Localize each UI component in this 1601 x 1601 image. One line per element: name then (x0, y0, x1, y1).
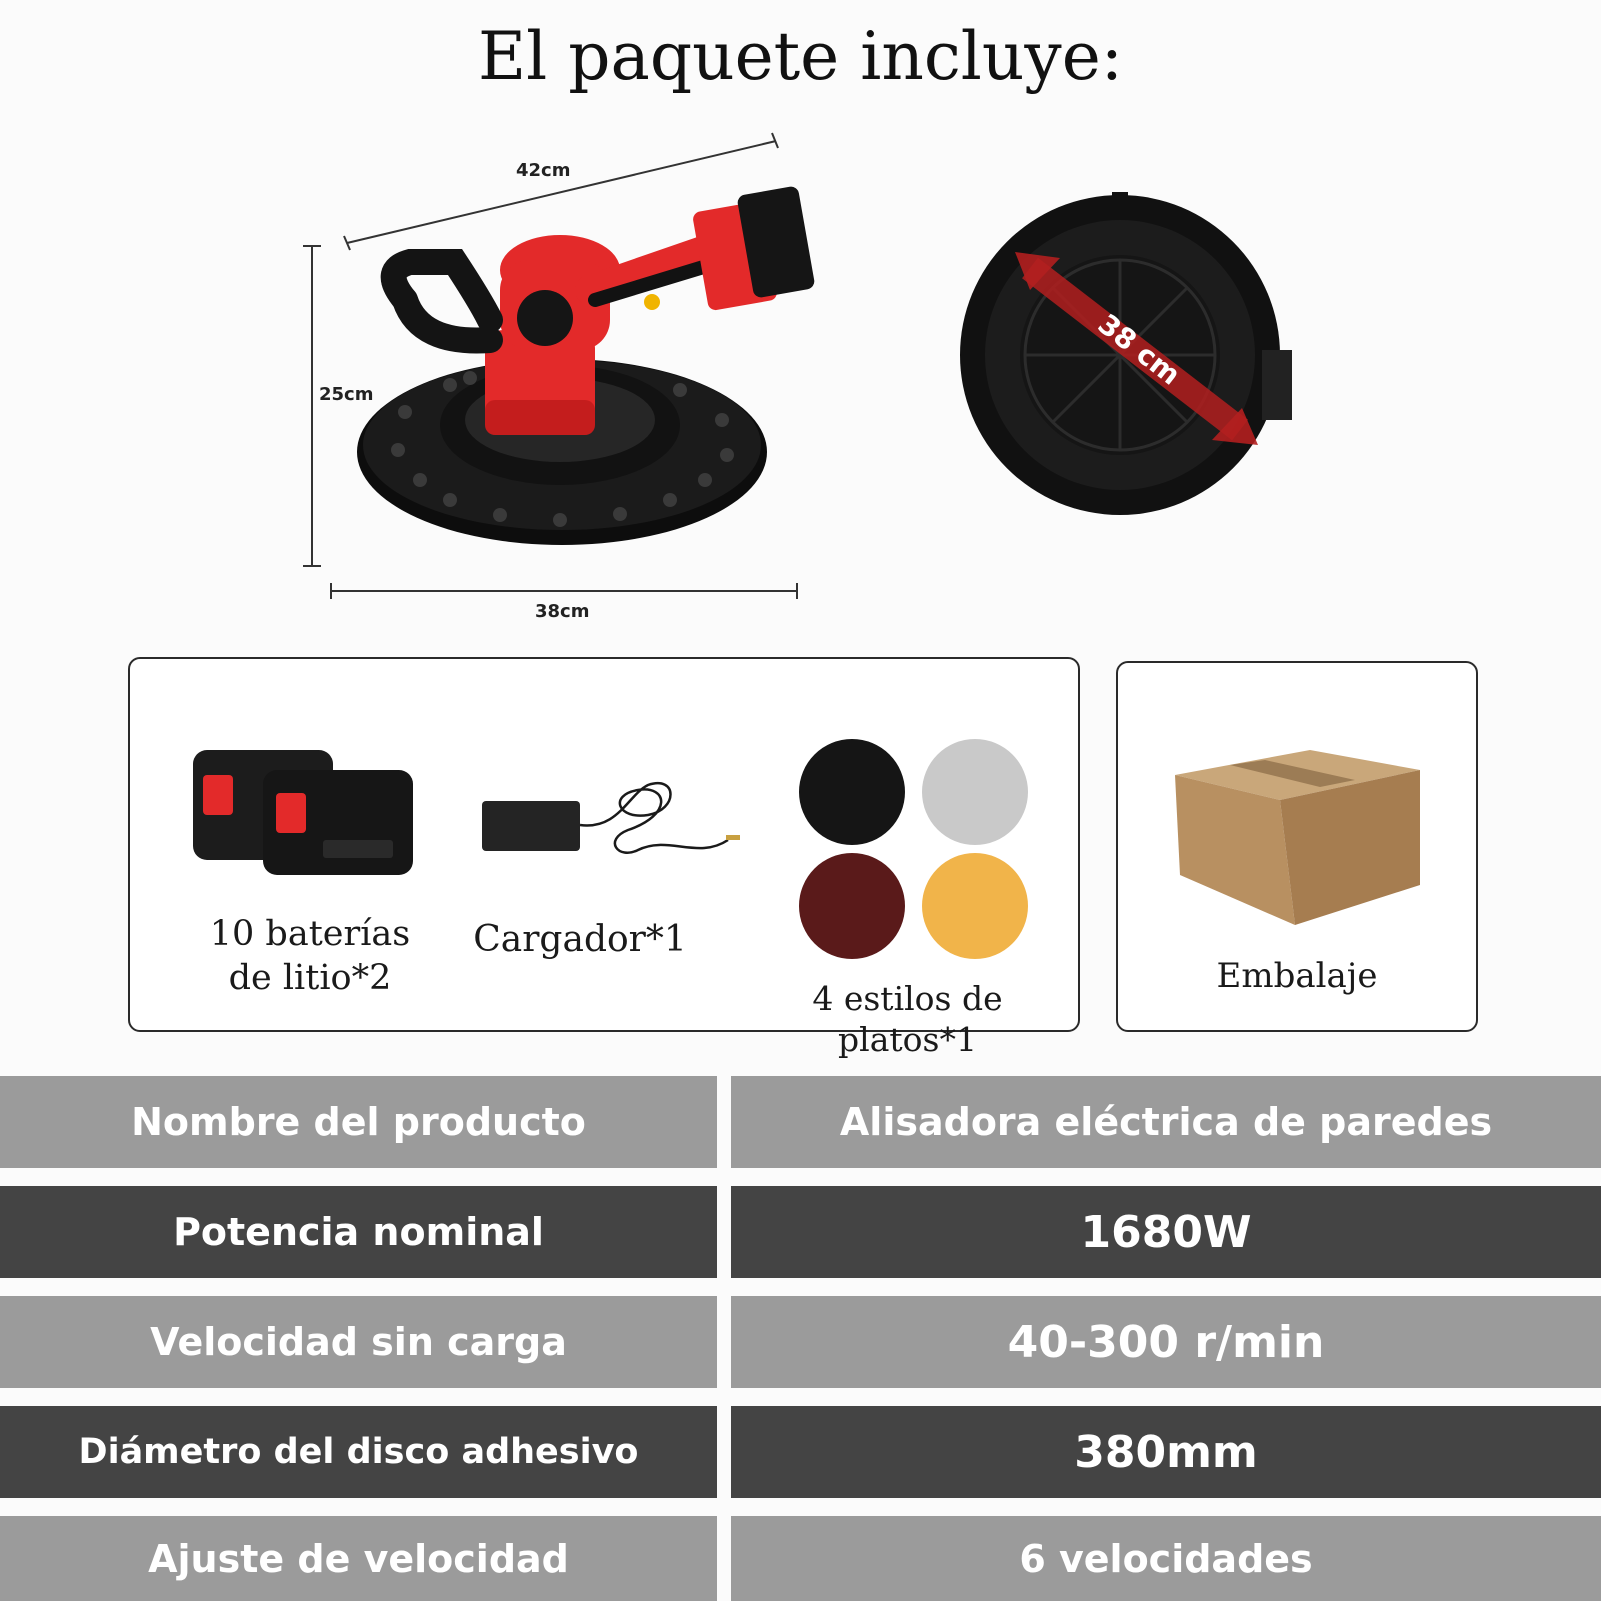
batteries-label: 10 baterías de litio*2 (200, 913, 420, 1001)
spec-name: Diámetro del disco adhesivo (0, 1406, 717, 1498)
sander-battery (693, 186, 815, 311)
sander-handle (380, 249, 503, 354)
discs-label: 4 estilos de platos*1 (812, 979, 1003, 1060)
spec-row: Potencia nominal 1680W (0, 1186, 1601, 1278)
charger-icon (482, 782, 740, 854)
packaging-label: Embalaje (1216, 956, 1378, 996)
spec-value: 6 velocidades (731, 1516, 1601, 1601)
dimension-length-label: 42cm (516, 160, 571, 181)
spec-row: Velocidad sin carga 40-300 r/min (0, 1296, 1601, 1388)
wall-sander-figure (303, 132, 1292, 599)
sanding-discs-icon (799, 739, 1028, 959)
batteries-label-line1: 10 baterías (209, 914, 411, 954)
disc-bottom-view (960, 192, 1292, 515)
spec-value: 1680W (731, 1186, 1601, 1278)
spec-row: Ajuste de velocidad 6 velocidades (0, 1516, 1601, 1601)
sander-shaft (575, 230, 735, 310)
batteries-label-line2: de litio*2 (228, 957, 392, 998)
diameter-arrow-icon (1015, 252, 1258, 445)
dimension-height-label: 25cm (319, 384, 374, 405)
dimension-width-label: 38cm (535, 601, 590, 622)
spec-value: 40-300 r/min (731, 1296, 1601, 1388)
spec-name: Ajuste de velocidad (0, 1516, 717, 1601)
dimension-lines (303, 132, 798, 599)
spec-row: Diámetro del disco adhesivo 380mm (0, 1406, 1601, 1498)
charger-label: Cargador*1 (473, 919, 687, 960)
spec-row: Nombre del producto Alisadora eléctrica … (0, 1076, 1601, 1168)
page-title: El paquete incluye: (477, 18, 1123, 95)
spec-value: Alisadora eléctrica de paredes (731, 1076, 1601, 1168)
spec-name: Nombre del producto (0, 1076, 717, 1168)
battery-icon (193, 750, 413, 875)
cardboard-box-icon (1175, 750, 1420, 925)
spec-value: 380mm (731, 1406, 1601, 1498)
spec-name: Potencia nominal (0, 1186, 717, 1278)
spec-name: Velocidad sin carga (0, 1296, 717, 1388)
knob-icon (517, 290, 573, 346)
